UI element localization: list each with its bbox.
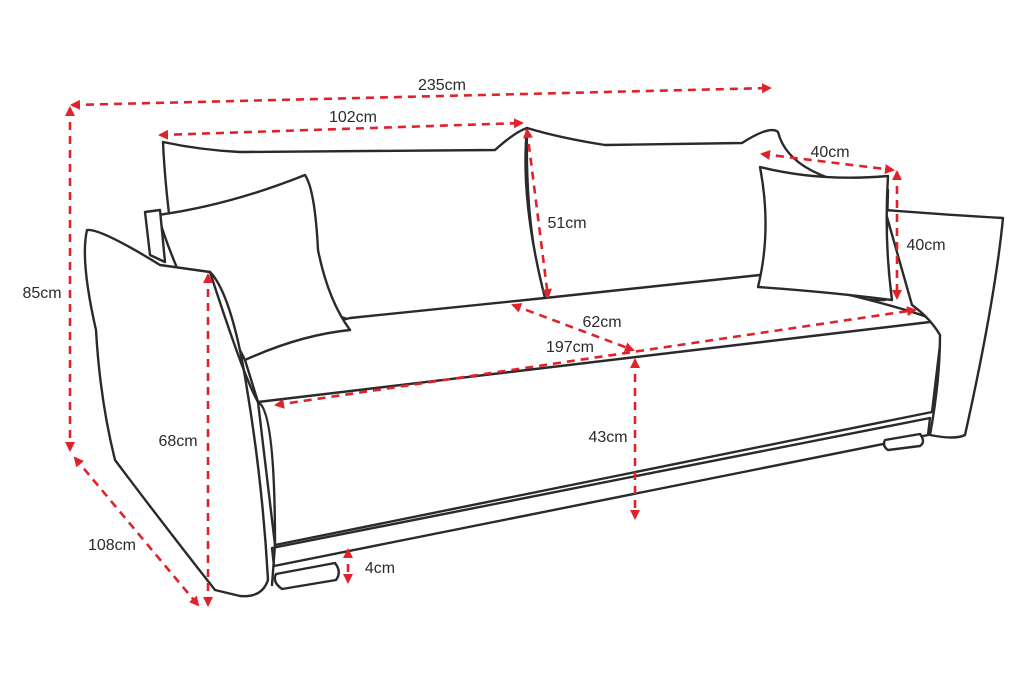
dim-102-arrow — [158, 118, 524, 140]
label-leg-height: 4cm — [365, 560, 395, 577]
right-throw-pillow — [756, 165, 894, 302]
dim-40-top-arrow — [760, 150, 895, 174]
label-total-width: 235cm — [418, 77, 466, 94]
right-armrest — [883, 208, 1005, 439]
label-small-pillow-height: 40cm — [906, 237, 945, 254]
label-seat-height: 43cm — [588, 429, 627, 446]
dim-51-arrow — [523, 128, 552, 299]
label-back-cushion-width: 102cm — [329, 109, 377, 126]
label-back-cushion-height: 51cm — [547, 215, 586, 232]
dim-108-arrow — [73, 456, 200, 607]
label-seat-depth: 62cm — [582, 314, 621, 331]
dimension-lines — [65, 83, 917, 607]
label-armrest-height: 68cm — [158, 433, 197, 450]
leg-right — [882, 432, 925, 452]
left-armrest — [143, 208, 167, 264]
label-small-pillow-width: 40cm — [810, 144, 849, 161]
dim-235-arrow — [70, 83, 772, 110]
label-total-depth: 108cm — [88, 537, 136, 554]
left-armrest-body — [83, 228, 270, 598]
sofa-drawing — [83, 126, 1005, 598]
label-seat-width: 197cm — [546, 339, 594, 356]
left-armrest-inner — [208, 270, 277, 587]
dimension-labels: 235cm 102cm 40cm 51cm 40cm 85cm 62cm 197… — [22, 77, 945, 577]
dim-197-arrow — [274, 306, 917, 409]
label-total-height: 85cm — [22, 285, 61, 302]
leg-left — [273, 561, 340, 591]
